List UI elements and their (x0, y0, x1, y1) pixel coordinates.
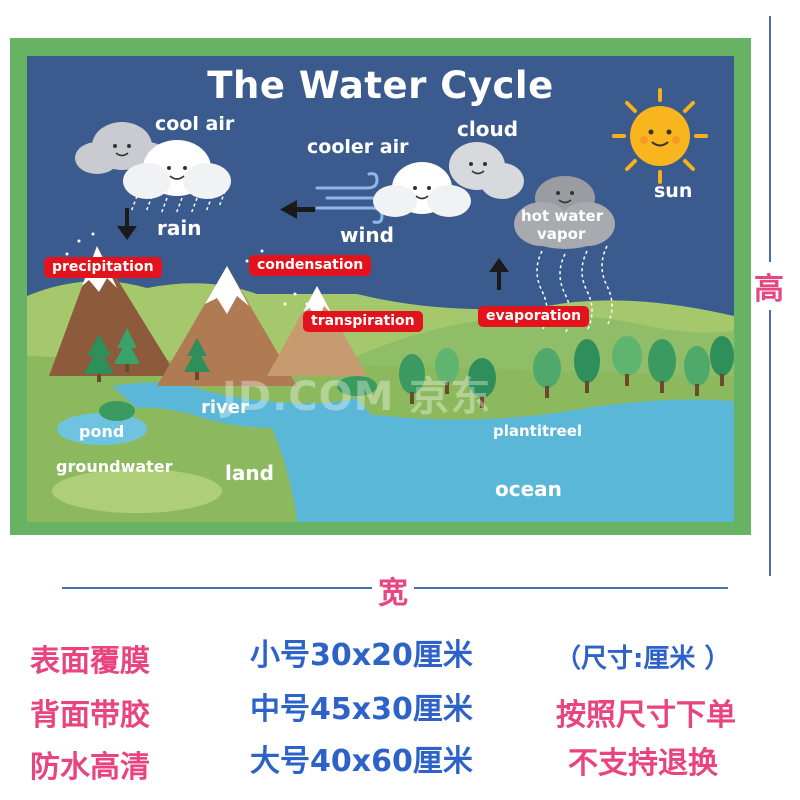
info-size-large: 大号40x60厘米 (250, 744, 473, 779)
mountain-left (49, 246, 177, 376)
bush-pond (99, 401, 135, 421)
info-left-3: 防水高清 (30, 750, 150, 785)
label-hot-water: hot water (521, 207, 604, 225)
poster-illustration (27, 56, 734, 522)
label-cooler-air: cooler air (307, 136, 409, 158)
label-groundwater: groundwater (56, 457, 173, 476)
label-land: land (225, 461, 274, 485)
rain-cloud-icon (75, 122, 231, 215)
pond-shape (57, 413, 147, 445)
river-shape (112, 382, 372, 428)
cloud-icon (373, 142, 524, 217)
pine-trees-left (84, 328, 210, 382)
wind-icon (315, 172, 384, 224)
label-river: river (201, 397, 249, 418)
label-ocean: ocean (495, 477, 562, 501)
label-plant-tree: plantitreel (493, 422, 583, 440)
sun-icon (612, 88, 708, 184)
label-rain: rain (157, 216, 202, 240)
label-cloud: cloud (457, 117, 519, 141)
info-size-medium: 中号45x30厘米 (250, 692, 473, 727)
up-arrow-icon (489, 258, 509, 290)
tag-condensation: condensation (249, 255, 372, 276)
height-label: 高 (754, 262, 784, 310)
snow-right (303, 286, 332, 322)
tag-evaporation: evaporation (478, 306, 590, 327)
label-cool-air: cool air (155, 113, 235, 135)
down-arrow-icon (117, 208, 137, 240)
info-return-note: 不支持退换 (568, 746, 718, 781)
left-arrow-icon (280, 200, 315, 219)
tag-transpiration: transpiration (303, 311, 423, 332)
label-wind: wind (340, 223, 394, 247)
label-vapor: vapor (537, 225, 586, 243)
info-left-2: 背面带胶 (30, 698, 150, 733)
info-unit-note: （尺寸:厘米 ） (555, 644, 731, 674)
groundwater-shape (52, 469, 222, 513)
info-size-small: 小号30x20厘米 (250, 638, 473, 673)
ocean-area (272, 399, 734, 522)
poster-title: The Water Cycle (207, 64, 554, 107)
bush-river (337, 376, 377, 396)
width-label: 宽 (372, 568, 414, 612)
water-cycle-poster: The Water Cycle cool air cooler air clou… (27, 56, 734, 522)
label-sun: sun (654, 180, 693, 202)
label-pond: pond (79, 422, 125, 441)
info-order-note: 按照尺寸下单 (556, 698, 736, 733)
watermark: JD.COM 京东 (222, 374, 492, 420)
snow-middle (205, 266, 249, 314)
vapor-cloud-icon (514, 176, 615, 335)
info-left-1: 表面覆膜 (30, 644, 150, 679)
condensation-dots (65, 232, 309, 306)
tag-precipitation: precipitation (44, 257, 162, 278)
round-trees-right (399, 336, 734, 408)
